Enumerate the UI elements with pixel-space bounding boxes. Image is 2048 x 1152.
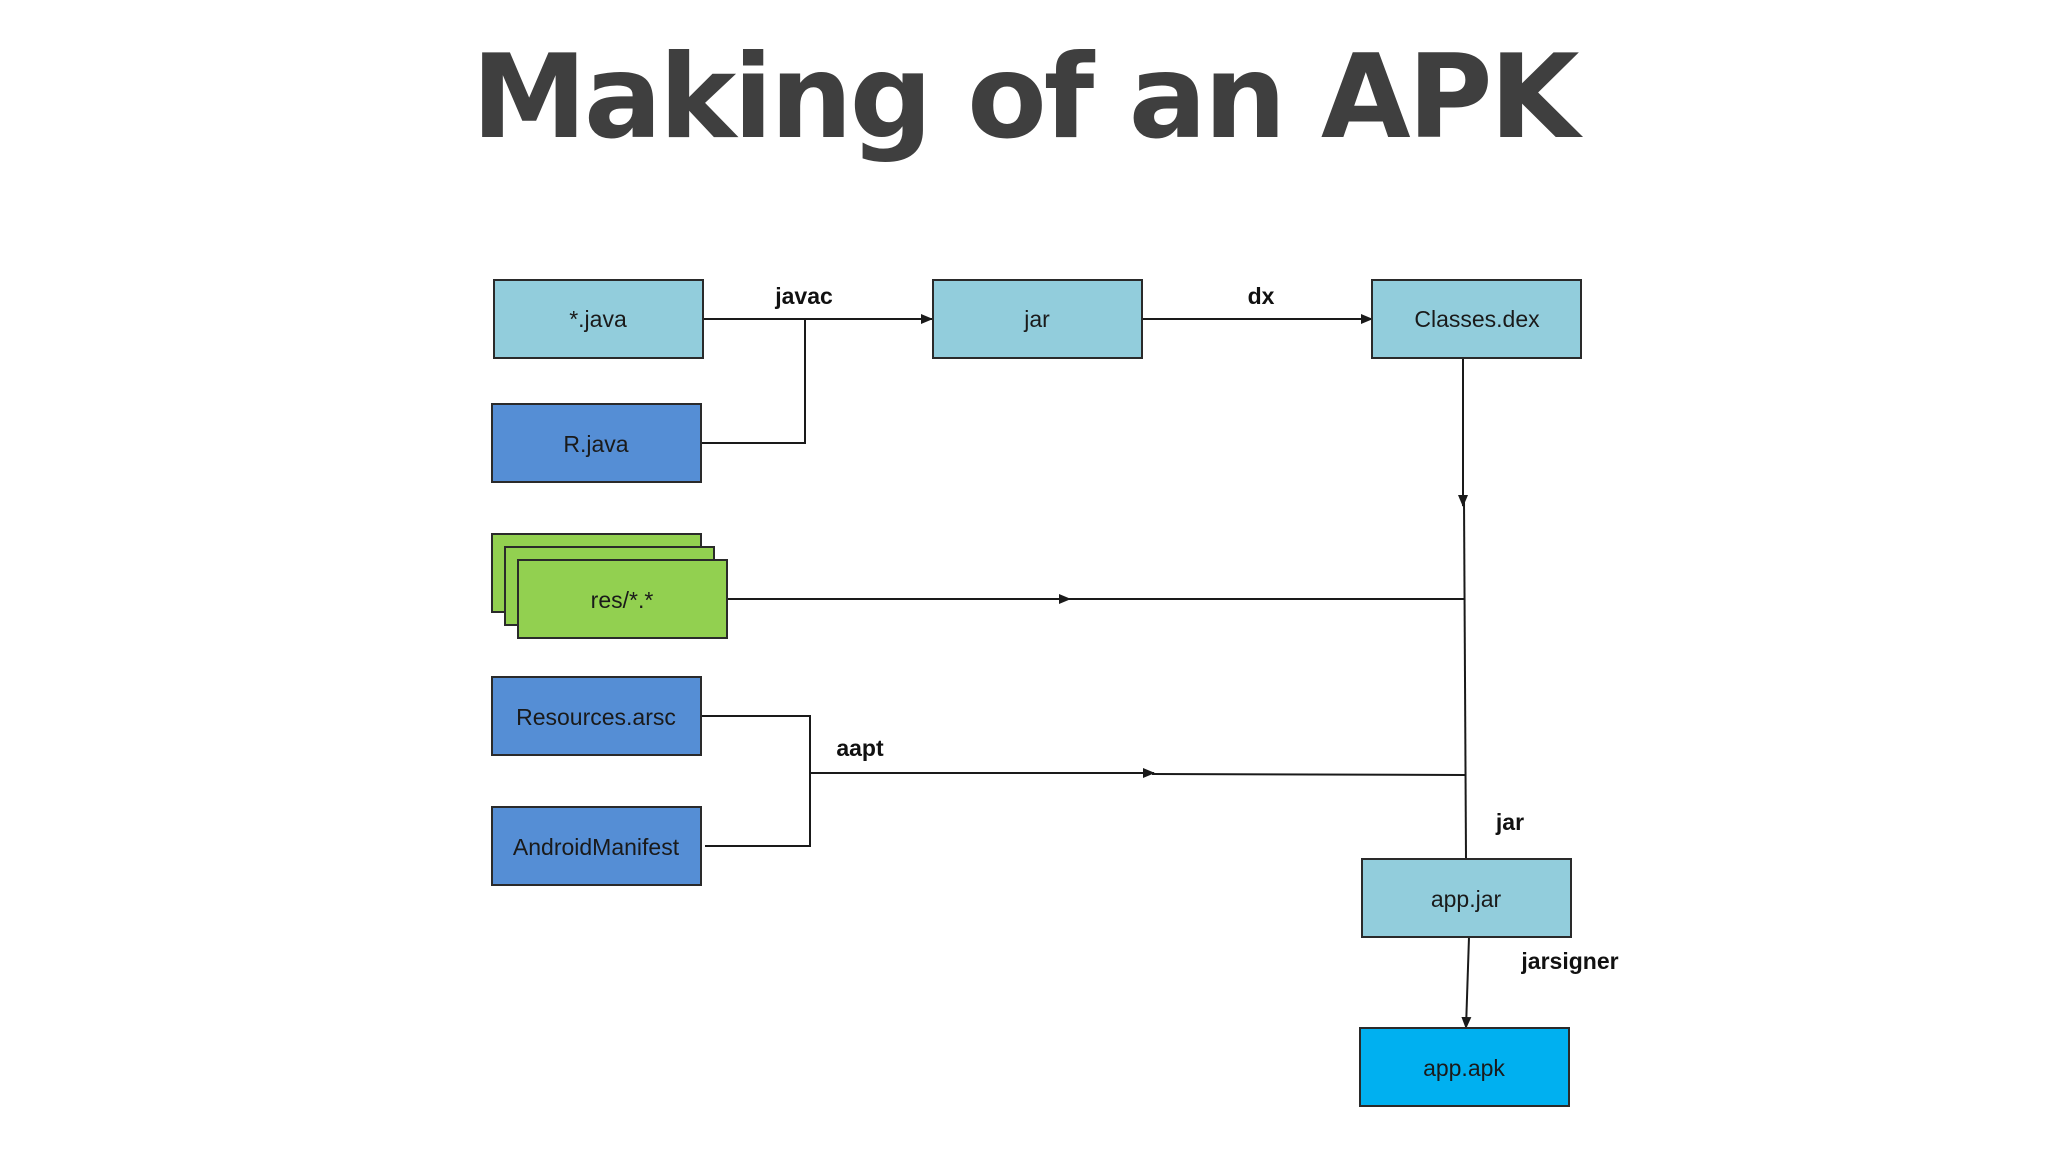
node-java-sources-label: *.java (569, 306, 627, 332)
node-resources-arsc: Resources.arsc (491, 676, 702, 756)
node-app-jar: app.jar (1361, 858, 1572, 938)
edge-jar-to-apk (1461, 936, 1472, 1029)
node-resources-stack-front (517, 559, 728, 639)
edge-label-jarsigner: jarsigner (1520, 948, 1618, 974)
node-android-manifest-label: AndroidManifest (513, 834, 680, 860)
node-java-sources: *.java (493, 279, 704, 359)
node-app-apk: app.apk (1359, 1027, 1570, 1107)
node-classes-dex: Classes.dex (1371, 279, 1582, 359)
node-app-jar-label: app.jar (1431, 886, 1502, 912)
node-resources: res/*.* (491, 533, 728, 639)
edge-aapt-to-trunk (1151, 773, 1466, 776)
node-jar-label: jar (1023, 306, 1050, 332)
edge-label-jar: jar (1495, 809, 1524, 835)
edge-label-javac: javac (774, 283, 833, 309)
node-resources-label: res/*.* (591, 587, 654, 613)
edge-rjava-to-javac (701, 319, 806, 444)
slide-title: Making of an APK (471, 30, 1579, 165)
node-classes-dex-label: Classes.dex (1414, 306, 1540, 332)
node-app-apk-label: app.apk (1423, 1055, 1505, 1081)
edge-label-dx: dx (1248, 283, 1275, 309)
edge-aapt-bracket (701, 715, 811, 847)
edge-label-aapt: aapt (836, 735, 884, 761)
node-r-java: R.java (491, 403, 702, 483)
node-android-manifest: AndroidManifest (491, 806, 702, 886)
edge-trunk (1463, 499, 1467, 860)
node-resources-arsc-label: Resources.arsc (516, 704, 676, 730)
node-r-java-label: R.java (563, 431, 628, 457)
node-jar: jar (932, 279, 1143, 359)
